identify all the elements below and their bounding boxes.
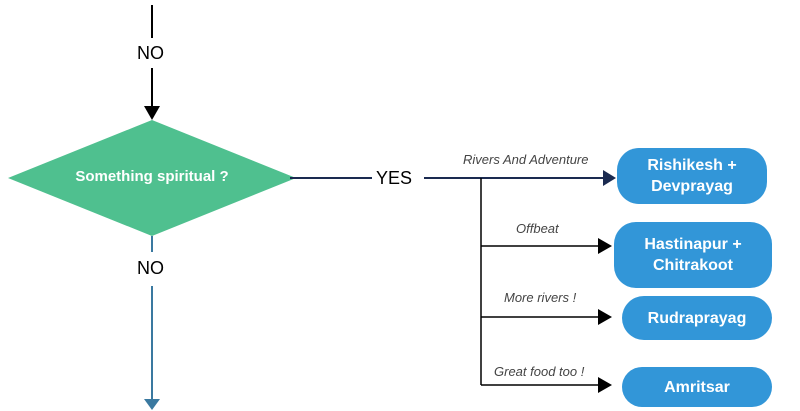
destination-hastinapur-chitrakoot: Hastinapur + Chitrakoot [614,222,772,288]
destination-amritsar: Amritsar [622,367,772,407]
destination-rishikesh-devprayag: Rishikesh + Devprayag [617,148,767,204]
yes-label: YES [376,168,413,188]
destination-rudraprayag: Rudraprayag [622,296,772,340]
top-arrowhead [144,106,160,120]
top-no-label: NO [137,43,164,63]
branch-3-arrowhead [598,309,612,325]
bottom-no-label: NO [137,258,164,278]
branch-2-label: Offbeat [516,221,559,236]
branch-4-label: Great food too ! [494,364,585,379]
branch-1-label: Rivers And Adventure [463,152,589,167]
branch-1-arrowhead [603,170,616,186]
branch-3-label: More rivers ! [504,290,577,305]
bottom-arrowhead [144,399,160,410]
decision-diamond [8,120,296,236]
decision-text: Something spiritual ? [75,168,229,185]
branch-2-arrowhead [598,238,612,254]
branch-4-arrowhead [598,377,612,393]
